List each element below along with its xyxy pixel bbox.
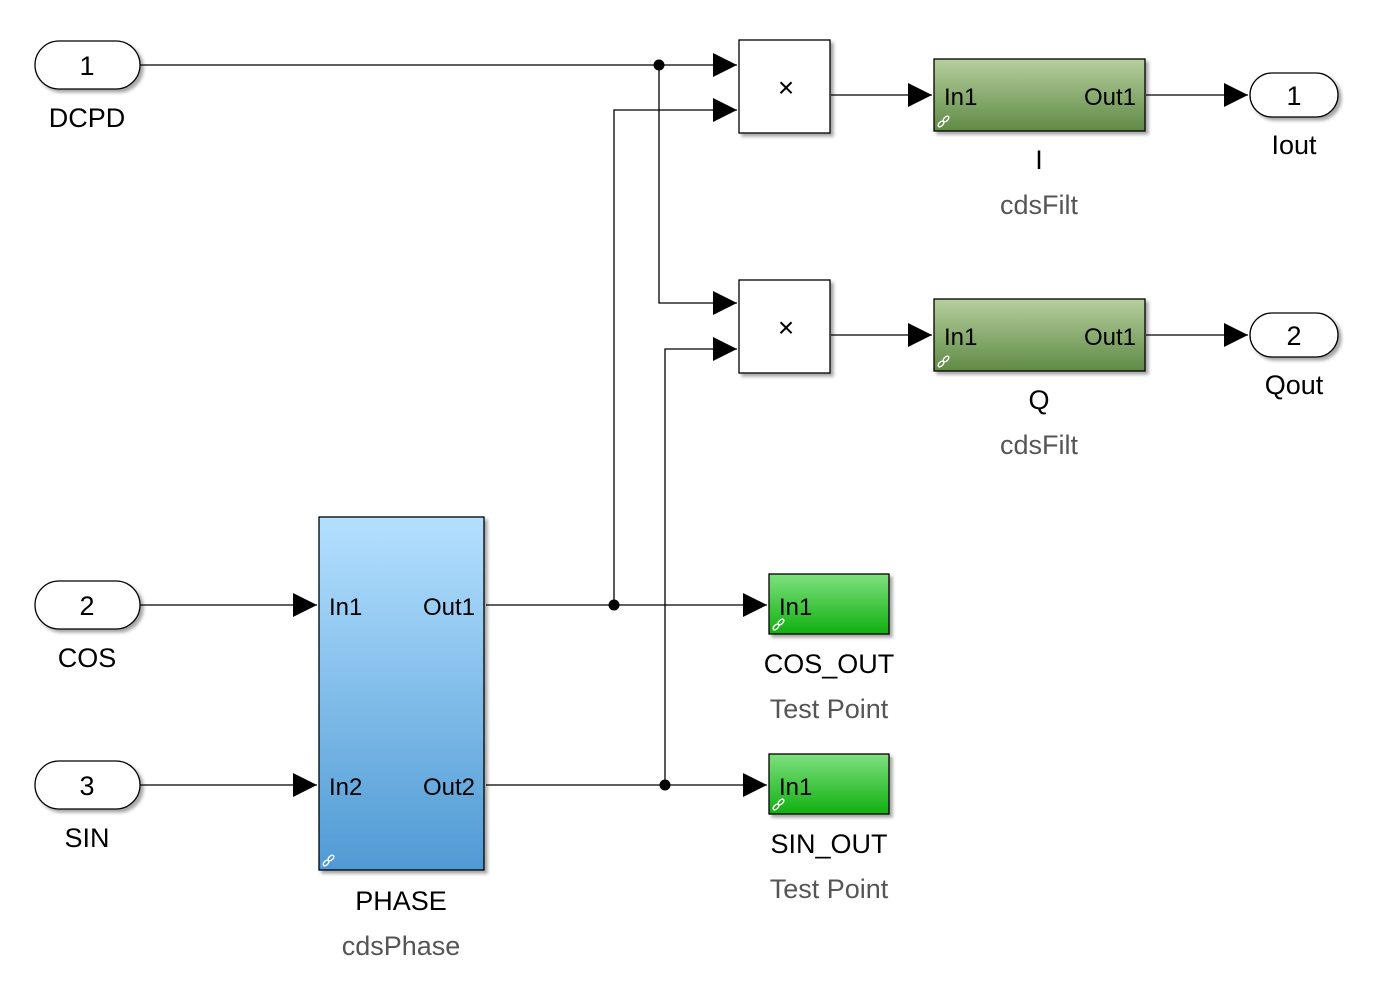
phase-block-name: PHASE	[355, 886, 447, 916]
filter-library-name: cdsFilt	[1000, 190, 1079, 220]
inport-label: SIN	[64, 823, 109, 853]
branch-dot-dcpd	[653, 59, 665, 71]
inport-number: 3	[79, 771, 94, 801]
phase-in1-label: In1	[329, 594, 362, 621]
outport-number: 2	[1286, 321, 1301, 351]
phase-library-name: cdsPhase	[342, 931, 461, 961]
inport-sin[interactable]: 3 SIN	[34, 760, 141, 853]
phase-in2-label: In2	[329, 774, 362, 801]
filter-block-q[interactable]: In1 Out1 Q cdsFilt	[933, 298, 1146, 460]
library-link-icon	[937, 355, 950, 368]
testpoint-in-port-label: In1	[779, 594, 812, 621]
testpoint-library-name: Test Point	[770, 874, 889, 904]
filter-library-name: cdsFilt	[1000, 430, 1079, 460]
phase-block[interactable]: In1 Out1 In2 Out2 PHASE cdsPhase	[318, 516, 485, 961]
inport-number: 1	[79, 51, 94, 81]
inport-dcpd[interactable]: 1 DCPD	[34, 40, 141, 133]
outport-number: 1	[1286, 81, 1301, 111]
outport-label: Qout	[1265, 370, 1324, 400]
filter-out-port-label: Out1	[1084, 324, 1136, 351]
branch-dot-out2	[659, 779, 671, 791]
library-link-icon	[322, 854, 335, 867]
phase-out1-label: Out1	[423, 594, 475, 621]
filter-out-port-label: Out1	[1084, 84, 1136, 111]
branch-points	[608, 59, 671, 791]
product-symbol: ×	[778, 72, 794, 103]
wire-out1-to-product1	[613, 98, 737, 605]
wires	[140, 53, 1248, 797]
wire-dcpd-to-product2	[658, 65, 737, 315]
wire-out2-to-product2	[664, 337, 737, 785]
inport-cos[interactable]: 2 COS	[34, 580, 141, 673]
inport-label: DCPD	[49, 103, 126, 133]
outport-iout[interactable]: 1 Iout	[1249, 72, 1339, 160]
branch-dot-out1	[608, 599, 620, 611]
testpoint-cos-out[interactable]: In1 COS_OUT Test Point	[764, 573, 895, 724]
testpoint-name: SIN_OUT	[770, 829, 887, 859]
library-link-icon	[772, 798, 785, 811]
outport-qout[interactable]: 2 Qout	[1249, 312, 1339, 400]
library-link-icon	[937, 115, 950, 128]
filter-block-i[interactable]: In1 Out1 I cdsFilt	[933, 58, 1146, 220]
filter-in-port-label: In1	[944, 324, 977, 351]
testpoint-library-name: Test Point	[770, 694, 889, 724]
product-symbol: ×	[778, 312, 794, 343]
product-block-1[interactable]: ×	[738, 39, 831, 134]
testpoint-name: COS_OUT	[764, 649, 895, 679]
testpoint-sin-out[interactable]: In1 SIN_OUT Test Point	[768, 753, 890, 904]
filter-block-name: I	[1035, 145, 1043, 175]
testpoint-in-port-label: In1	[779, 774, 812, 801]
inport-number: 2	[79, 591, 94, 621]
product-block-2[interactable]: ×	[738, 279, 831, 374]
outport-label: Iout	[1271, 130, 1317, 160]
filter-block-name: Q	[1028, 385, 1049, 415]
library-link-icon	[772, 618, 785, 631]
inport-label: COS	[58, 643, 117, 673]
filter-in-port-label: In1	[944, 84, 977, 111]
phase-out2-label: Out2	[423, 774, 475, 801]
